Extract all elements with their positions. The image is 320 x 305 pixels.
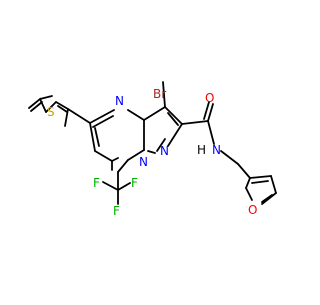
bond — [89, 122, 96, 152]
bond — [67, 108, 91, 124]
atom-oxygen-furan-label: O — [248, 203, 257, 217]
bond — [127, 149, 145, 161]
bond — [237, 163, 251, 179]
atom-nitrogen-bridge-label: N — [139, 155, 148, 169]
bond — [249, 175, 272, 179]
bond — [102, 181, 119, 191]
atom-bromine-label: Br — [153, 87, 166, 101]
bond — [45, 100, 69, 113]
bond — [261, 194, 273, 203]
bond — [64, 108, 69, 127]
bond — [164, 106, 183, 125]
bond — [57, 105, 68, 113]
bond — [220, 150, 239, 165]
bond — [270, 175, 277, 194]
bond — [127, 109, 145, 121]
bond — [245, 187, 253, 201]
atom-nitrogen-pyrimidine-label: N — [115, 94, 124, 108]
atom-fluorine-top-label: F — [113, 204, 120, 218]
bond — [111, 157, 119, 162]
atom-hydrogen-amide-label: H — [197, 143, 206, 157]
structure-canvas: Br O N H N N N S O F F F — [28, 81, 277, 218]
atom-sulfur-label: S — [47, 105, 55, 119]
bond — [143, 106, 166, 121]
bond — [39, 95, 53, 100]
atom-nitrogen-pyrazole-label: N — [160, 144, 169, 158]
atom-nitrogen-amide-label: N — [212, 143, 221, 157]
atom-oxygen-carbonyl-label: O — [205, 91, 214, 105]
bond — [245, 177, 251, 189]
atom-labels: Br O N H N N N S O F F F — [47, 87, 257, 218]
bond — [261, 192, 277, 205]
bond — [207, 120, 215, 145]
bond — [181, 120, 209, 125]
bond — [147, 150, 156, 154]
bond — [117, 159, 129, 173]
bond — [92, 115, 114, 128]
bond — [162, 81, 166, 108]
bond — [207, 103, 214, 122]
bond — [30, 101, 43, 112]
bond — [94, 127, 100, 147]
bond — [94, 150, 113, 162]
atom-fluorine-left-label: F — [93, 176, 100, 190]
bond — [156, 138, 166, 152]
bonds — [28, 81, 277, 205]
bond — [89, 109, 115, 124]
bond — [203, 101, 210, 120]
bond — [117, 182, 131, 191]
bond — [251, 180, 269, 184]
bond — [167, 123, 183, 147]
atom-fluorine-right-label: F — [131, 176, 138, 190]
bond — [167, 112, 179, 126]
molecule-diagram: Br O N H N N N S O F F F — [28, 81, 277, 218]
